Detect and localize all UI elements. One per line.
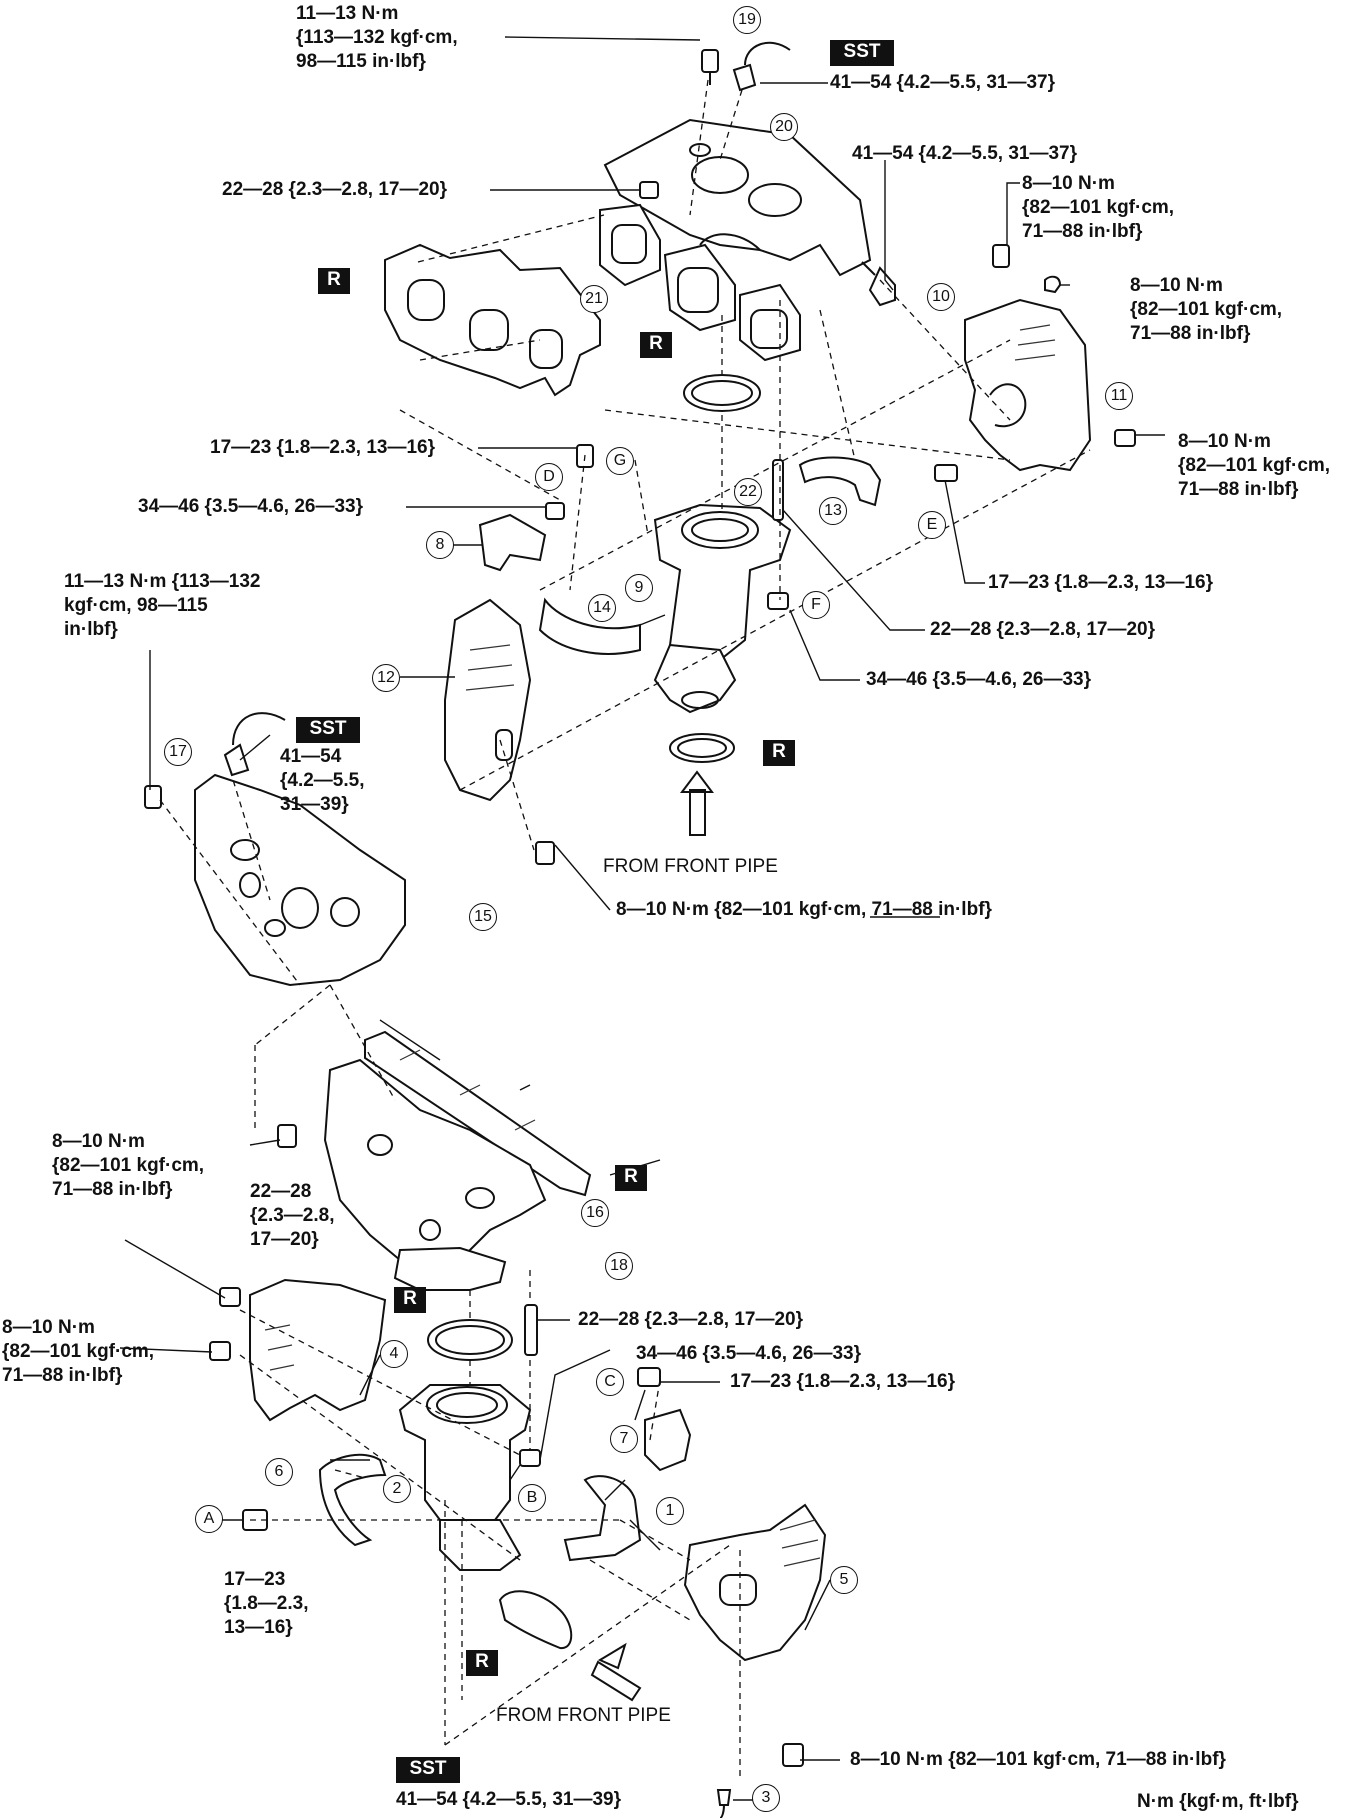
outlet-flange-gasket bbox=[498, 1590, 573, 1650]
torque-label-t14: 41—54 {4.2—5.5, 31—39} bbox=[280, 746, 365, 815]
bracket-14 bbox=[538, 597, 641, 655]
part-number-15: 15 bbox=[469, 903, 497, 931]
assembly-guide-lines bbox=[159, 79, 1091, 1780]
replace-tag: R bbox=[615, 1165, 647, 1191]
part-number-19: 19 bbox=[733, 6, 761, 34]
part-number-10: 10 bbox=[927, 283, 955, 311]
letter-ref-F: F bbox=[802, 591, 830, 619]
torque-label-t7: 8—10 N·m {82—101 kgf·cm, 71—88 in·lbf} bbox=[1178, 431, 1331, 500]
torque-label-t3: 41—54 {4.2—5.5, 31—37} bbox=[852, 143, 1077, 164]
part-number-9: 9 bbox=[625, 574, 653, 602]
part-number-2: 2 bbox=[383, 1475, 411, 1503]
heat-insulator-4 bbox=[249, 1278, 387, 1422]
front-pipe-arrow-lower bbox=[590, 1642, 642, 1702]
caption-front-pipe: FROM FRONT PIPE bbox=[603, 856, 778, 877]
bracket-7 bbox=[563, 1475, 642, 1562]
part-number-21: 21 bbox=[580, 285, 608, 313]
torque-label-t9: 34—46 {3.5—4.6, 26—33} bbox=[138, 496, 363, 517]
letter-ref-A: A bbox=[195, 1505, 223, 1533]
torque-label-t23: 8—10 N·m {82—101 kgf·cm, 71—88 in·lbf} bbox=[850, 1749, 1226, 1770]
part-number-8: 8 bbox=[426, 531, 454, 559]
letter-ref-G: G bbox=[606, 447, 634, 475]
part-number-14: 14 bbox=[588, 594, 616, 622]
caption-front-pipe: FROM FRONT PIPE bbox=[496, 1705, 671, 1726]
upper-manifold-gasket bbox=[384, 243, 601, 397]
part-number-22: 22 bbox=[734, 478, 762, 506]
lower-catalytic-converter bbox=[398, 1384, 532, 1571]
torque-label-t2: 41—54 {4.2—5.5, 31—37} bbox=[830, 72, 1055, 93]
sst-tag: SST bbox=[296, 717, 360, 743]
part-number-18: 18 bbox=[605, 1252, 633, 1280]
torque-label-t11: 22—28 {2.3—2.8, 17—20} bbox=[930, 619, 1155, 640]
part-number-4: 4 bbox=[380, 1340, 408, 1368]
replace-tag: R bbox=[466, 1650, 498, 1676]
front-pipe-arrow-upper bbox=[680, 770, 714, 836]
part-number-12: 12 bbox=[372, 664, 400, 692]
torque-label-t8: 17—23 {1.8—2.3, 13—16} bbox=[210, 437, 435, 458]
part-number-7: 7 bbox=[610, 1425, 638, 1453]
torque-label-t6: 8—10 N·m {82—101 kgf·cm, 71—88 in·lbf} bbox=[1130, 275, 1283, 344]
sst-tag: SST bbox=[396, 1757, 460, 1783]
torque-label-t10: 17—23 {1.8—2.3, 13—16} bbox=[988, 572, 1213, 593]
torque-label-t16: 8—10 N·m {82—101 kgf·cm, 71—88 in·lbf} bbox=[52, 1131, 205, 1200]
bracket-6 bbox=[318, 1453, 387, 1547]
torque-label-t21: 17—23 {1.8—2.3, 13—16} bbox=[730, 1371, 955, 1392]
part-number-17: 17 bbox=[164, 738, 192, 766]
upper-exhaust-manifold bbox=[599, 118, 872, 362]
replace-tag: R bbox=[640, 332, 672, 358]
heat-insulator-5 bbox=[683, 1503, 827, 1662]
torque-label-t4: 22—28 {2.3—2.8, 17—20} bbox=[222, 179, 447, 200]
bracket-8 bbox=[478, 513, 547, 572]
part-number-5: 5 bbox=[830, 1566, 858, 1594]
heat-insulator-11 bbox=[964, 298, 1092, 472]
lower-manifold-gasket bbox=[364, 1030, 592, 1197]
torque-label-t22: 17—23 {1.8—2.3, 13—16} bbox=[224, 1569, 309, 1638]
torque-label-t18: 8—10 N·m {82—101 kgf·cm, 71—88 in·lbf} bbox=[2, 1317, 155, 1386]
torque-label-t19: 22—28 {2.3—2.8, 17—20} bbox=[578, 1309, 803, 1330]
torque-label-t20: 34—46 {3.5—4.6, 26—33} bbox=[636, 1343, 861, 1364]
part-number-1: 1 bbox=[656, 1497, 684, 1525]
units-legend: N·m {kgf·m, ft·lbf} bbox=[1137, 1791, 1299, 1812]
insulator-bracket-13 bbox=[798, 456, 882, 507]
lower-hardware bbox=[209, 1124, 804, 1818]
letter-ref-C: C bbox=[596, 1368, 624, 1396]
part-number-20: 20 bbox=[770, 113, 798, 141]
letter-ref-B: B bbox=[518, 1484, 546, 1512]
letter-ref-E: E bbox=[918, 511, 946, 539]
torque-label-t17: 22—28 {2.3—2.8, 17—20} bbox=[250, 1181, 335, 1250]
lower-exhaust-manifold bbox=[323, 1058, 547, 1291]
part-number-11: 11 bbox=[1105, 382, 1133, 410]
part-number-16: 16 bbox=[581, 1199, 609, 1227]
heat-insulator-12 bbox=[444, 598, 532, 802]
replace-tag: R bbox=[394, 1287, 426, 1313]
torque-label-t5: 8—10 N·m {82—101 kgf·cm, 71—88 in·lbf} bbox=[1022, 173, 1175, 242]
torque-label-t1: 11—13 N·m {113—132 kgf·cm, 98—115 in·lbf… bbox=[296, 3, 458, 72]
torque-label-t15: 8—10 N·m {82—101 kgf·cm, 71—88 in·lbf} bbox=[616, 899, 992, 920]
upper-hardware bbox=[144, 41, 1136, 865]
upper-catalytic-converter bbox=[653, 503, 792, 714]
bracket-1 bbox=[644, 1408, 692, 1472]
part-number-6: 6 bbox=[265, 1458, 293, 1486]
part-number-3: 3 bbox=[752, 1784, 780, 1812]
replace-tag: R bbox=[763, 740, 795, 766]
leader-lines bbox=[119, 36, 1165, 1801]
torque-label-t12: 11—13 N·m {113—132 kgf·cm, 98—115 in·lbf… bbox=[64, 571, 261, 640]
letter-ref-D: D bbox=[535, 463, 563, 491]
replace-tag: R bbox=[318, 268, 350, 294]
sst-tag: SST bbox=[830, 40, 894, 66]
torque-label-t24: 41—54 {4.2—5.5, 31—39} bbox=[396, 1789, 621, 1810]
part-number-13: 13 bbox=[819, 497, 847, 525]
torque-label-t13: 34—46 {3.5—4.6, 26—33} bbox=[866, 669, 1091, 690]
